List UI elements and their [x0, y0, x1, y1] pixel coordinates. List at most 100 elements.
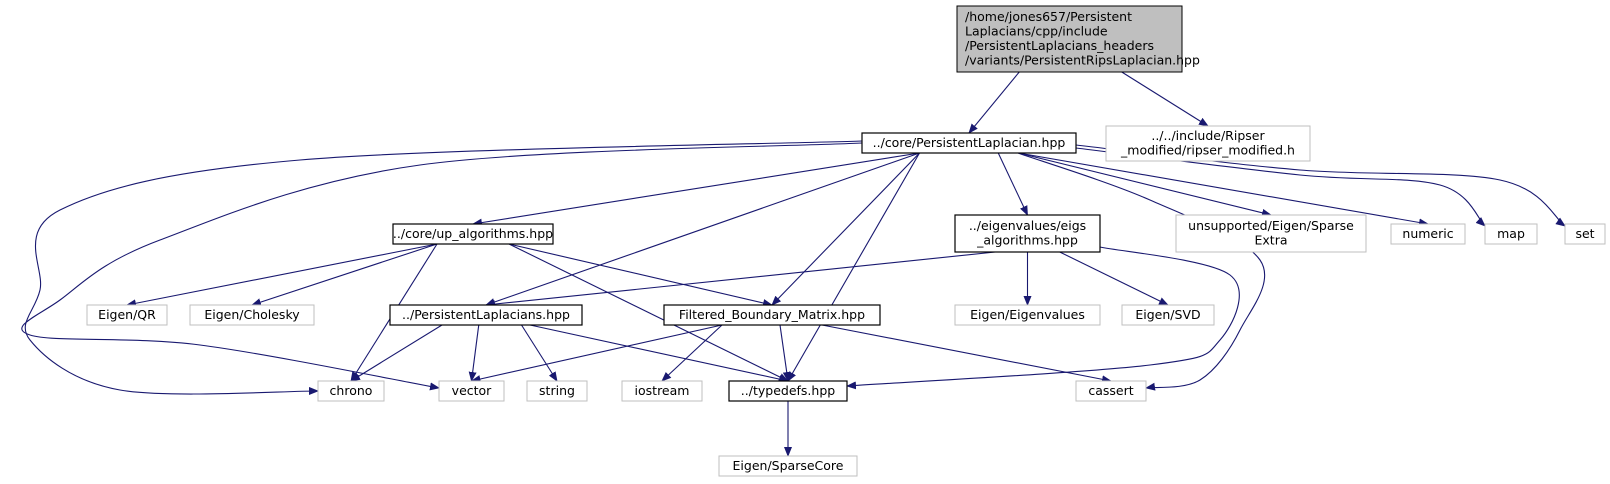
- node-label-line: ../../include/Ripser: [1151, 128, 1265, 143]
- node-box: [86, 304, 168, 326]
- edge-up-to-typedefs: [508, 243, 789, 382]
- node-box: [718, 455, 858, 477]
- node-box: [526, 380, 588, 402]
- edge-up-to-qr: [126, 243, 438, 308]
- nodes-layer: /home/jones657/PersistentLaplacians/cpp/…: [86, 5, 1606, 477]
- node-label-line: iostream: [635, 383, 690, 398]
- node-label-line: Eigen/SparseCore: [733, 458, 844, 473]
- node-box: [956, 5, 1183, 73]
- node-label-line: string: [539, 383, 575, 398]
- node-chrono: chrono: [317, 380, 385, 402]
- node-up[interactable]: ../core/up_algorithms.hpp: [392, 223, 554, 245]
- edge-root-to-ripser: [1121, 71, 1209, 127]
- node-eigval: Eigen/Eigenvalues: [954, 304, 1101, 326]
- node-label-line: Eigen/SVD: [1135, 307, 1200, 322]
- edge-pl-to-up: [472, 152, 920, 227]
- node-box: [1175, 214, 1367, 253]
- node-root[interactable]: /home/jones657/PersistentLaplacians/cpp/…: [956, 5, 1200, 73]
- node-box: [663, 304, 881, 326]
- node-label-line: chrono: [330, 383, 373, 398]
- node-plh[interactable]: ../PersistentLaplacians.hpp: [389, 304, 583, 326]
- edge-pl-to-vector: [21, 142, 863, 391]
- node-label-line: /variants/PersistentRipsLaplacian.hpp: [965, 53, 1200, 68]
- node-box: [189, 304, 315, 326]
- node-label-line: ../core/PersistentLaplacian.hpp: [873, 135, 1066, 150]
- node-label-line: set: [1575, 226, 1594, 241]
- node-box: [728, 380, 848, 402]
- node-sparsecore: Eigen/SparseCore: [718, 455, 858, 477]
- node-svd: Eigen/SVD: [1121, 304, 1215, 326]
- node-label-line: Extra: [1255, 233, 1288, 248]
- node-label-line: ../core/up_algorithms.hpp: [393, 226, 553, 241]
- node-typedefs[interactable]: ../typedefs.hpp: [728, 380, 848, 402]
- edge-plh-to-vector: [468, 324, 480, 382]
- edge-fbm-to-vector: [470, 324, 723, 383]
- node-box: [1105, 125, 1311, 162]
- node-box: [1075, 380, 1147, 402]
- node-fbm[interactable]: Filtered_Boundary_Matrix.hpp: [663, 304, 881, 326]
- edge-pl-to-eigs: [997, 152, 1028, 216]
- node-label-line: numeric: [1402, 226, 1453, 241]
- edge-fbm-to-typedefs: [779, 324, 791, 382]
- node-label-line: _modified/ripser_modified.h: [1120, 143, 1295, 158]
- edge-pl-to-plh: [485, 152, 920, 306]
- edge-pl-to-numeric: [1018, 152, 1429, 227]
- edge-pl-to-unsup: [1018, 152, 1272, 217]
- edge-eigs-to-svd: [1059, 251, 1169, 306]
- edge-pl-to-cassert: [1017, 152, 1266, 391]
- node-label-line: unsupported/Eigen/Sparse: [1188, 218, 1354, 233]
- node-label-line: cassert: [1088, 383, 1133, 398]
- node-qr: Eigen/QR: [86, 304, 168, 326]
- node-box: [392, 223, 554, 245]
- edge-pl-to-fbm: [771, 152, 920, 306]
- node-string: string: [526, 380, 588, 402]
- node-label-line: ../typedefs.hpp: [741, 383, 835, 398]
- node-label-line: Eigen/Eigenvalues: [970, 307, 1085, 322]
- node-chol: Eigen/Cholesky: [189, 304, 315, 326]
- node-iostream: iostream: [621, 380, 703, 402]
- node-eigs[interactable]: ../eigenvalues/eigs_algorithms.hpp: [954, 214, 1101, 253]
- edge-root-to-pl: [968, 71, 1020, 134]
- node-label-line: Eigen/QR: [98, 307, 156, 322]
- node-pl[interactable]: ../core/PersistentLaplacian.hpp: [861, 132, 1077, 154]
- edge-eigs-to-plh: [485, 251, 996, 309]
- node-label-line: Filtered_Boundary_Matrix.hpp: [679, 307, 865, 322]
- edge-plh-to-typedefs: [529, 324, 789, 383]
- node-set: set: [1564, 223, 1606, 245]
- node-label-line: _algorithms.hpp: [976, 233, 1078, 248]
- node-label-line: ../PersistentLaplacians.hpp: [402, 307, 570, 322]
- node-label-line: map: [1497, 226, 1525, 241]
- edge-fbm-to-cassert: [821, 324, 1112, 384]
- node-label-line: /PersistentLaplacians_headers: [965, 38, 1154, 53]
- node-label-line: Laplacians/cpp/include: [965, 24, 1108, 39]
- node-box: [954, 214, 1101, 253]
- edge-fbm-to-iostream: [661, 324, 723, 382]
- node-box: [954, 304, 1101, 326]
- edge-up-to-chol: [251, 243, 438, 306]
- node-label-line: /home/jones657/Persistent: [965, 9, 1132, 24]
- node-box: [389, 304, 583, 326]
- edge-plh-to-chrono: [350, 324, 443, 382]
- node-label-line: Eigen/Cholesky: [204, 307, 300, 322]
- edge-up-to-fbm: [508, 243, 773, 307]
- node-box: [1564, 223, 1606, 245]
- node-box: [861, 132, 1077, 154]
- node-label-line: vector: [452, 383, 493, 398]
- node-box: [1484, 223, 1538, 245]
- node-vector: vector: [438, 380, 505, 402]
- node-box: [1121, 304, 1215, 326]
- node-box: [317, 380, 385, 402]
- node-map: map: [1484, 223, 1538, 245]
- node-numeric: numeric: [1390, 223, 1466, 245]
- node-ripser: ../../include/Ripser_modified/ripser_mod…: [1105, 125, 1311, 162]
- node-label-line: ../eigenvalues/eigs: [969, 218, 1086, 233]
- edges-layer: [21, 71, 1566, 457]
- node-cassert: cassert: [1075, 380, 1147, 402]
- node-box: [438, 380, 505, 402]
- edge-pl-to-chrono: [24, 140, 863, 395]
- node-box: [1390, 223, 1466, 245]
- edge-eigs-to-typedefs: [846, 246, 1240, 390]
- node-box: [621, 380, 703, 402]
